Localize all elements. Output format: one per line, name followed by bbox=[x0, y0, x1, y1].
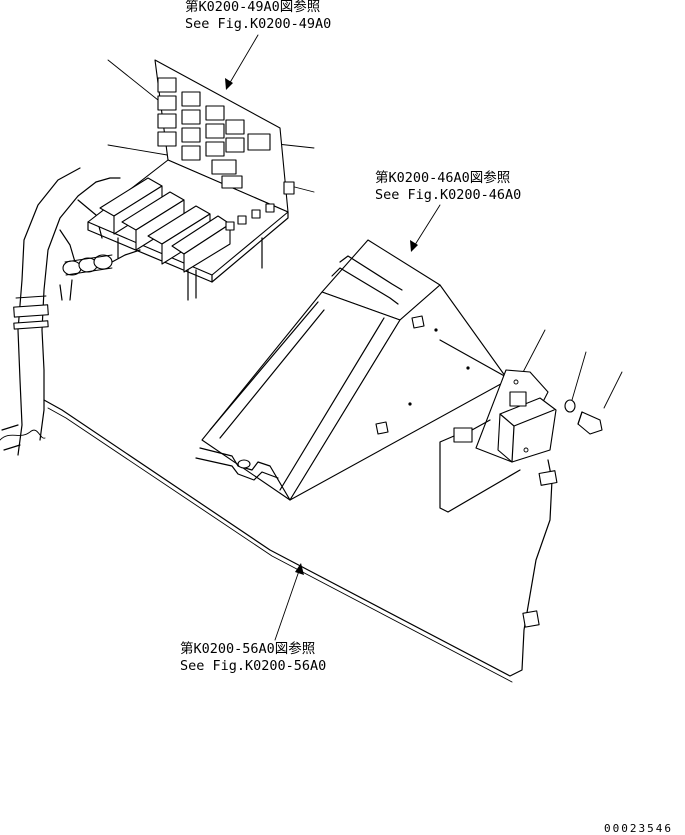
leader-ref-49a0 bbox=[225, 34, 259, 90]
routed-harness bbox=[43, 399, 558, 683]
leader-ref-46a0 bbox=[410, 204, 441, 252]
left-harness-tube bbox=[0, 167, 121, 456]
ref-56a0-jp-label: 第K0200-56A0図参照 bbox=[180, 640, 315, 657]
left-connectors bbox=[59, 249, 141, 301]
ref-56a0-en-label: See Fig.K0200-56A0 bbox=[180, 658, 326, 674]
ref-46a0-en-label: See Fig.K0200-46A0 bbox=[375, 187, 521, 203]
controller-unit bbox=[439, 339, 603, 513]
ref-46a0-jp-label: 第K0200-46A0図参照 bbox=[375, 169, 510, 186]
console-cabinet bbox=[195, 239, 509, 501]
base-relays bbox=[99, 177, 231, 273]
ref-49a0-jp-label: 第K0200-49A0図参照 bbox=[185, 0, 320, 15]
leader-ref-56a0 bbox=[274, 563, 304, 641]
relay-grid bbox=[157, 77, 271, 189]
ref-49a0-en-label: See Fig.K0200-49A0 bbox=[185, 16, 331, 32]
relay-box bbox=[87, 59, 295, 301]
drawing-number: 00023546 bbox=[604, 822, 673, 835]
